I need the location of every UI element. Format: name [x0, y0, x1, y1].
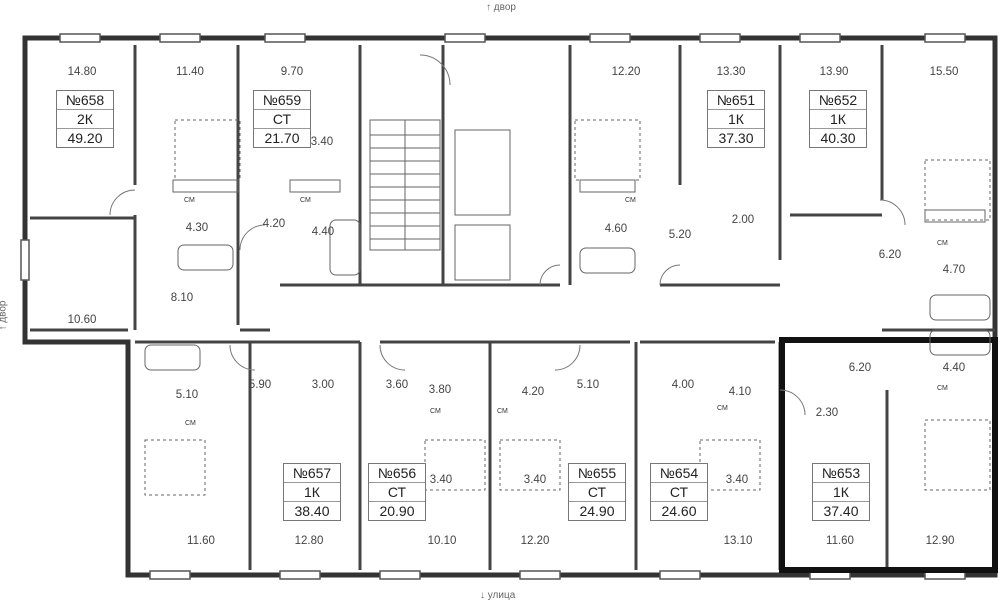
room-area-label: 12.80: [294, 535, 324, 547]
apartment-number: №655: [569, 464, 625, 483]
washer-label: СМ: [717, 405, 728, 412]
room-area-label: 4.60: [604, 223, 628, 235]
room-area-label: 13.10: [723, 535, 753, 547]
apartment-area: 37.40: [823, 503, 859, 519]
apartment-card-651[interactable]: №651 1К 37.30: [707, 90, 765, 148]
room-area-label: 12.90: [925, 535, 955, 547]
room-area-label: 5.90: [248, 379, 272, 391]
apartment-type: 1К: [284, 483, 340, 502]
room-area-label: 4.70: [942, 264, 966, 276]
washer-label: СМ: [300, 197, 311, 204]
apartment-number: №657: [284, 464, 340, 483]
staircase: [369, 119, 511, 281]
apartment-number: №658: [57, 91, 113, 110]
apartment-type: СТ: [651, 483, 707, 502]
apartment-number: №654: [651, 464, 707, 483]
selected-apartment-outline: [779, 337, 998, 573]
room-area-label: 6.20: [848, 362, 872, 374]
room-area-label: 5.20: [668, 229, 692, 241]
room-area-label: 2.00: [731, 214, 755, 226]
room-area-label: 11.40: [176, 66, 204, 78]
apartment-type: СТ: [569, 483, 625, 502]
apartment-number: №653: [813, 464, 869, 483]
apartment-area: 37.30: [718, 130, 754, 146]
direction-top-label: ↑ двор: [486, 2, 516, 13]
room-area-label: 4.00: [671, 379, 695, 391]
room-area-label: 13.90: [819, 66, 849, 78]
room-area-label: 5.10: [175, 389, 199, 401]
room-area-label: 13.30: [716, 66, 746, 78]
apartment-card-655[interactable]: №655 СТ 24.90: [568, 463, 626, 521]
direction-left-label: ↑ двор: [0, 300, 9, 331]
room-area-label: 2.30: [815, 407, 839, 419]
direction-bottom-label: ↓ улица: [480, 590, 516, 601]
apartment-card-656[interactable]: №656 СТ 20.90: [368, 463, 426, 521]
room-area-label: 4.40: [942, 362, 966, 374]
doors: [109, 54, 906, 416]
room-area-label: 6.20: [878, 249, 902, 261]
apartment-area: 40.30: [820, 130, 856, 146]
apartment-area: 24.60: [661, 503, 697, 519]
washer-label: СМ: [625, 197, 636, 204]
room-area-label: 3.40: [523, 474, 547, 486]
room-area-label: 15.50: [929, 66, 959, 78]
apartment-card-653[interactable]: №653 1К 37.40: [812, 463, 870, 521]
apartment-area: 49.20: [67, 130, 103, 146]
apartment-area: 20.90: [379, 503, 415, 519]
room-area-label: 12.20: [611, 66, 641, 78]
apartment-card-654[interactable]: №654 СТ 24.60: [650, 463, 708, 521]
room-area-label: 3.80: [428, 384, 452, 396]
washer-label: СМ: [497, 408, 508, 415]
washer-label: СМ: [430, 408, 441, 415]
room-area-label: 4.30: [185, 222, 209, 234]
apartment-type: 1К: [708, 110, 764, 129]
windows: [20, 33, 966, 580]
room-area-label: 8.10: [170, 292, 194, 304]
fixtures: [144, 119, 991, 496]
apartment-type: СТ: [254, 110, 310, 129]
room-area-label: 4.20: [521, 386, 545, 398]
apartment-type: 1К: [810, 110, 866, 129]
apartment-number: №656: [369, 464, 425, 483]
room-area-label: 4.40: [311, 226, 335, 238]
apartment-card-659[interactable]: №659 СТ 21.70: [253, 90, 311, 148]
washer-label: СМ: [185, 420, 196, 427]
apartment-area: 21.70: [264, 130, 300, 146]
washer-label: СМ: [184, 197, 195, 204]
room-area-label: 3.40: [429, 474, 453, 486]
room-area-label: 3.60: [385, 379, 409, 391]
apartment-card-652[interactable]: №652 1К 40.30: [809, 90, 867, 148]
outer-walls: [22, 35, 998, 578]
room-area-label: 10.60: [67, 314, 97, 326]
room-area-label: 3.40: [725, 474, 749, 486]
room-area-label: 10.10: [427, 535, 457, 547]
room-area-label: 11.60: [826, 535, 854, 547]
apartment-area: 38.40: [294, 503, 330, 519]
apartment-card-657[interactable]: №657 1К 38.40: [283, 463, 341, 521]
washer-label: СМ: [937, 385, 948, 392]
apartment-area: 24.90: [579, 503, 615, 519]
room-area-label: 5.10: [576, 379, 600, 391]
apartment-card-658[interactable]: №658 2К 49.20: [56, 90, 114, 148]
room-area-label: 3.00: [311, 379, 335, 391]
room-area-label: 4.20: [262, 218, 286, 230]
room-area-label: 11.60: [187, 535, 215, 547]
apartment-number: №652: [810, 91, 866, 110]
apartment-type: 2К: [57, 110, 113, 129]
apartment-type: 1К: [813, 483, 869, 502]
room-area-label: 3.40: [310, 136, 334, 148]
apartment-number: №651: [708, 91, 764, 110]
apartment-number: №659: [254, 91, 310, 110]
room-area-label: 4.10: [728, 386, 752, 398]
apartment-type: СТ: [369, 483, 425, 502]
room-area-label: 9.70: [280, 66, 304, 78]
washer-label: СМ: [937, 240, 948, 247]
room-area-label: 14.80: [67, 66, 97, 78]
room-area-label: 12.20: [520, 535, 550, 547]
